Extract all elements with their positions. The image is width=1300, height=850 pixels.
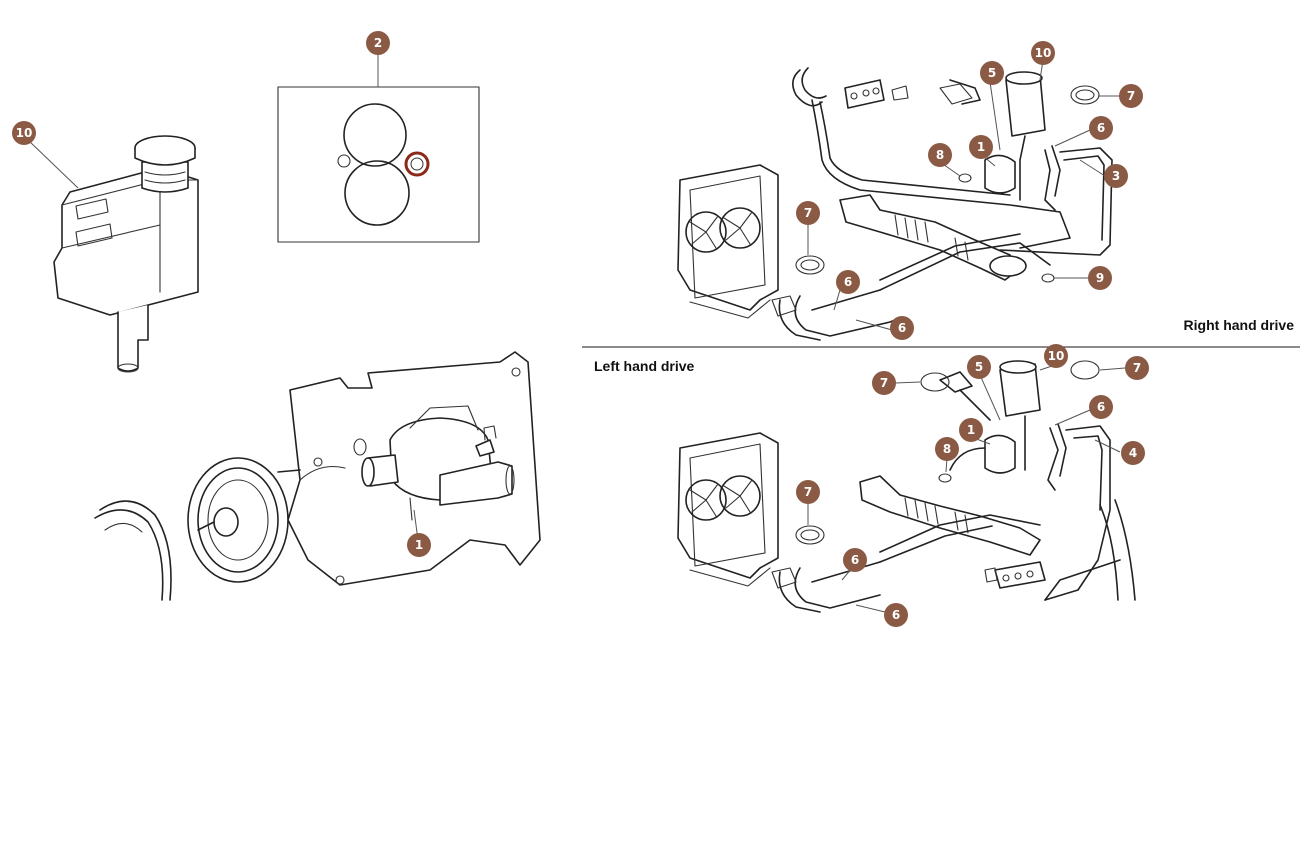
pump-assembly-drawing	[94, 351, 541, 601]
callout-rhd-5: 5	[980, 61, 1004, 85]
svg-text:8: 8	[936, 148, 944, 162]
callout-lhd-10: 10	[1044, 344, 1068, 368]
svg-text:1: 1	[967, 423, 975, 437]
rhd-assembly-drawing	[677, 67, 1113, 341]
callout-lhd-1: 1	[959, 418, 983, 442]
svg-text:7: 7	[804, 485, 812, 499]
callout-lhd-5: 5	[967, 355, 991, 379]
callout-rhd-7b: 7	[796, 201, 820, 225]
svg-text:6: 6	[1097, 400, 1105, 414]
svg-text:8: 8	[943, 442, 951, 456]
svg-text:10: 10	[1048, 349, 1065, 363]
svg-text:5: 5	[988, 66, 996, 80]
callout-lhd-7b: 7	[1125, 356, 1149, 380]
svg-text:6: 6	[898, 321, 906, 335]
svg-text:4: 4	[1129, 446, 1137, 460]
callout-rhd-6c: 6	[890, 316, 914, 340]
right-hand-drive-label: Right hand drive	[1184, 317, 1295, 333]
svg-text:6: 6	[892, 608, 900, 622]
svg-text:5: 5	[975, 360, 983, 374]
callout-rhd-8: 8	[928, 143, 952, 167]
leader-lines	[27, 50, 1126, 613]
callout-lhd-6b: 6	[843, 548, 867, 572]
callout-lhd-8: 8	[935, 437, 959, 461]
highlighted-oring	[404, 151, 430, 177]
svg-text:6: 6	[851, 553, 859, 567]
callout-rhd-3: 3	[1104, 164, 1128, 188]
lhd-assembly-drawing	[677, 360, 1136, 613]
callouts: 10 2 1 10 5 7 6 1 8 3 7 9 6 6 10 5 7 7 6…	[12, 31, 1149, 627]
callout-lhd-7c: 7	[796, 480, 820, 504]
svg-text:3: 3	[1112, 169, 1120, 183]
callout-rhd-10: 10	[1031, 41, 1055, 65]
callout-reservoir-10: 10	[12, 121, 36, 145]
callout-rhd-6a: 6	[1089, 116, 1113, 140]
fluid-reservoir-drawing	[53, 135, 199, 373]
left-hand-drive-label: Left hand drive	[594, 358, 695, 374]
callout-pump-1: 1	[407, 533, 431, 557]
callout-lhd-7a: 7	[872, 371, 896, 395]
svg-text:2: 2	[374, 36, 382, 50]
svg-text:7: 7	[1133, 361, 1141, 375]
callout-seal-kit-2: 2	[366, 31, 390, 55]
svg-text:7: 7	[1127, 89, 1135, 103]
callout-rhd-7a: 7	[1119, 84, 1143, 108]
svg-text:1: 1	[977, 140, 985, 154]
svg-text:9: 9	[1096, 271, 1104, 285]
callout-rhd-9: 9	[1088, 266, 1112, 290]
callout-lhd-6c: 6	[884, 603, 908, 627]
svg-text:7: 7	[804, 206, 812, 220]
svg-text:6: 6	[1097, 121, 1105, 135]
callout-rhd-6b: 6	[836, 270, 860, 294]
svg-text:7: 7	[880, 376, 888, 390]
svg-text:10: 10	[16, 126, 33, 140]
callout-rhd-1: 1	[969, 135, 993, 159]
svg-text:10: 10	[1035, 46, 1052, 60]
svg-text:1: 1	[415, 538, 423, 552]
svg-text:6: 6	[844, 275, 852, 289]
seal-kit-drawing	[277, 86, 480, 243]
callout-lhd-4: 4	[1121, 441, 1145, 465]
callout-lhd-6a: 6	[1089, 395, 1113, 419]
